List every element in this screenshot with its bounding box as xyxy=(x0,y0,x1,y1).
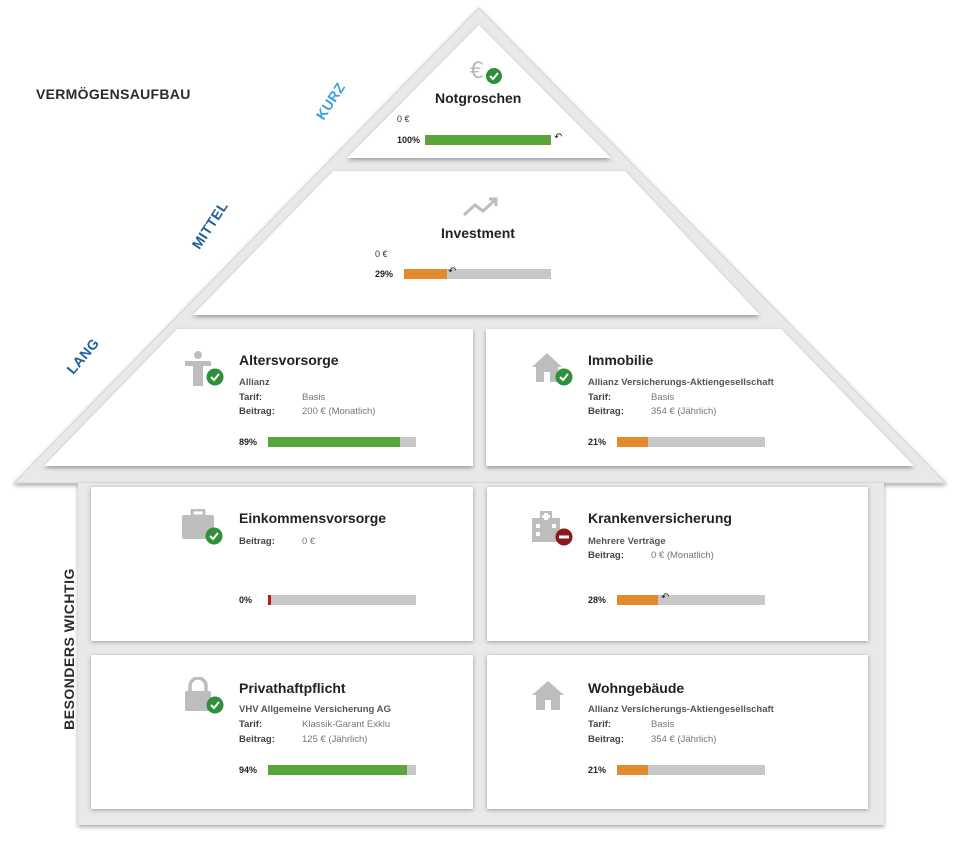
svg-text:€: € xyxy=(470,59,484,84)
altersvorsorge-provider: Allianz xyxy=(239,377,270,388)
einkommensvorsorge-beitrag-label: Beitrag: xyxy=(239,536,275,547)
krankenversicherung-beitrag-value: 0 € (Monatlich) xyxy=(651,550,714,561)
privathaftpflicht-beitrag-label: Beitrag: xyxy=(239,734,275,745)
krankenversicherung-title: Krankenversicherung xyxy=(588,510,732,526)
undo-icon[interactable]: ↶ xyxy=(661,592,670,603)
wohngebaeude-progress-fill xyxy=(617,765,649,775)
investment-amount: 0 € xyxy=(375,249,388,259)
einkommensvorsorge-beitrag-value: 0 € xyxy=(302,536,316,547)
wohngebaeude-percent: 21% xyxy=(588,765,607,775)
altersvorsorge-beitrag-value: 200 € (Monatlich) xyxy=(302,406,376,417)
euro-icon: € xyxy=(470,59,502,84)
person-icon xyxy=(185,351,224,386)
einkommensvorsorge-progress-bar xyxy=(268,595,416,605)
privathaftpflicht-progress-fill xyxy=(268,765,408,775)
immobilie-tarif-label: Tarif: xyxy=(588,392,612,403)
investment-progress-bar xyxy=(404,269,551,279)
krankenversicherung-progress-fill xyxy=(617,595,659,605)
tile-wohngebaeude[interactable]: Wohngebäude Allianz Versicherungs-Aktien… xyxy=(487,655,868,809)
immobilie-progress-fill xyxy=(617,437,649,447)
immobilie-provider: Allianz Versicherungs-Aktiengesellschaft xyxy=(588,377,774,388)
notgroschen-percent: 100% xyxy=(397,135,421,145)
wohngebaeude-beitrag-label: Beitrag: xyxy=(588,734,624,745)
altersvorsorge-progress-bar xyxy=(268,437,416,447)
tile-einkommensvorsorge[interactable]: Einkommensvorsorge Beitrag: 0 € 0% xyxy=(91,487,473,641)
privathaftpflicht-percent: 94% xyxy=(239,765,258,775)
lock-icon xyxy=(185,677,224,714)
altersvorsorge-tarif-value: Basis xyxy=(302,392,326,403)
notgroschen-title: Notgroschen xyxy=(435,90,522,106)
immobilie-title: Immobilie xyxy=(588,352,654,368)
investment-title: Investment xyxy=(441,225,515,241)
privathaftpflicht-tarif-value: Klassik-Garant Exklu xyxy=(302,719,391,730)
undo-icon[interactable]: ↶ xyxy=(448,266,457,277)
privathaftpflicht-tarif-label: Tarif: xyxy=(239,719,263,730)
immobilie-beitrag-label: Beitrag: xyxy=(588,406,624,417)
altersvorsorge-percent: 89% xyxy=(239,437,258,447)
wohngebaeude-title: Wohngebäude xyxy=(588,680,685,696)
tile-krankenversicherung[interactable]: Krankenversicherung Mehrere Verträge Bei… xyxy=(487,487,868,641)
privathaftpflicht-provider: VHV Allgemeine Versicherung AG xyxy=(239,704,391,715)
house-icon xyxy=(532,353,573,386)
tile-privathaftpflicht[interactable]: Privathaftpflicht VHV Allgemeine Versich… xyxy=(91,655,473,809)
immobilie-tarif-value: Basis xyxy=(651,392,675,403)
krankenversicherung-beitrag-label: Beitrag: xyxy=(588,550,624,561)
briefcase-icon xyxy=(182,509,223,545)
privathaftpflicht-beitrag-value: 125 € (Jährlich) xyxy=(302,734,368,745)
wohngebaeude-beitrag-value: 354 € (Jährlich) xyxy=(651,734,717,745)
immobilie-percent: 21% xyxy=(588,437,607,447)
krankenversicherung-percent: 28% xyxy=(588,595,607,605)
trend-up-icon xyxy=(462,197,498,217)
einkommensvorsorge-progress-fill xyxy=(268,595,271,605)
immobilie-progress-bar xyxy=(617,437,765,447)
notgroschen-progress-fill xyxy=(425,135,551,145)
investment-percent: 29% xyxy=(375,269,394,279)
altersvorsorge-progress-fill xyxy=(268,437,400,447)
wohngebaeude-tarif-label: Tarif: xyxy=(588,719,612,730)
altersvorsorge-tarif-label: Tarif: xyxy=(239,392,263,403)
wohngebaeude-progress-bar xyxy=(617,765,765,775)
privathaftpflicht-progress-bar xyxy=(268,765,416,775)
einkommensvorsorge-percent: 0% xyxy=(239,595,253,605)
notgroschen-progress-bar xyxy=(425,135,551,145)
wohngebaeude-tarif-value: Basis xyxy=(651,719,675,730)
section-title-vermoegensaufbau: VERMÖGENSAUFBAU xyxy=(36,86,191,102)
undo-icon[interactable]: ↶ xyxy=(554,132,563,143)
notgroschen-amount: 0 € xyxy=(397,114,410,124)
immobilie-beitrag-value: 354 € (Jährlich) xyxy=(651,406,717,417)
hospital-icon xyxy=(532,511,573,546)
house-icon xyxy=(532,681,564,710)
altersvorsorge-beitrag-label: Beitrag: xyxy=(239,406,275,417)
privathaftpflicht-title: Privathaftpflicht xyxy=(239,680,346,696)
wohngebaeude-provider: Allianz Versicherungs-Aktiengesellschaft xyxy=(588,704,774,715)
krankenversicherung-progress-bar xyxy=(617,595,765,605)
einkommensvorsorge-title: Einkommensvorsorge xyxy=(239,510,387,526)
investment-progress-fill xyxy=(404,269,447,279)
krankenversicherung-provider: Mehrere Verträge xyxy=(588,536,666,547)
label-besonders-wichtig: BESONDERS WICHTIG xyxy=(60,568,77,730)
altersvorsorge-title: Altersvorsorge xyxy=(239,352,339,368)
